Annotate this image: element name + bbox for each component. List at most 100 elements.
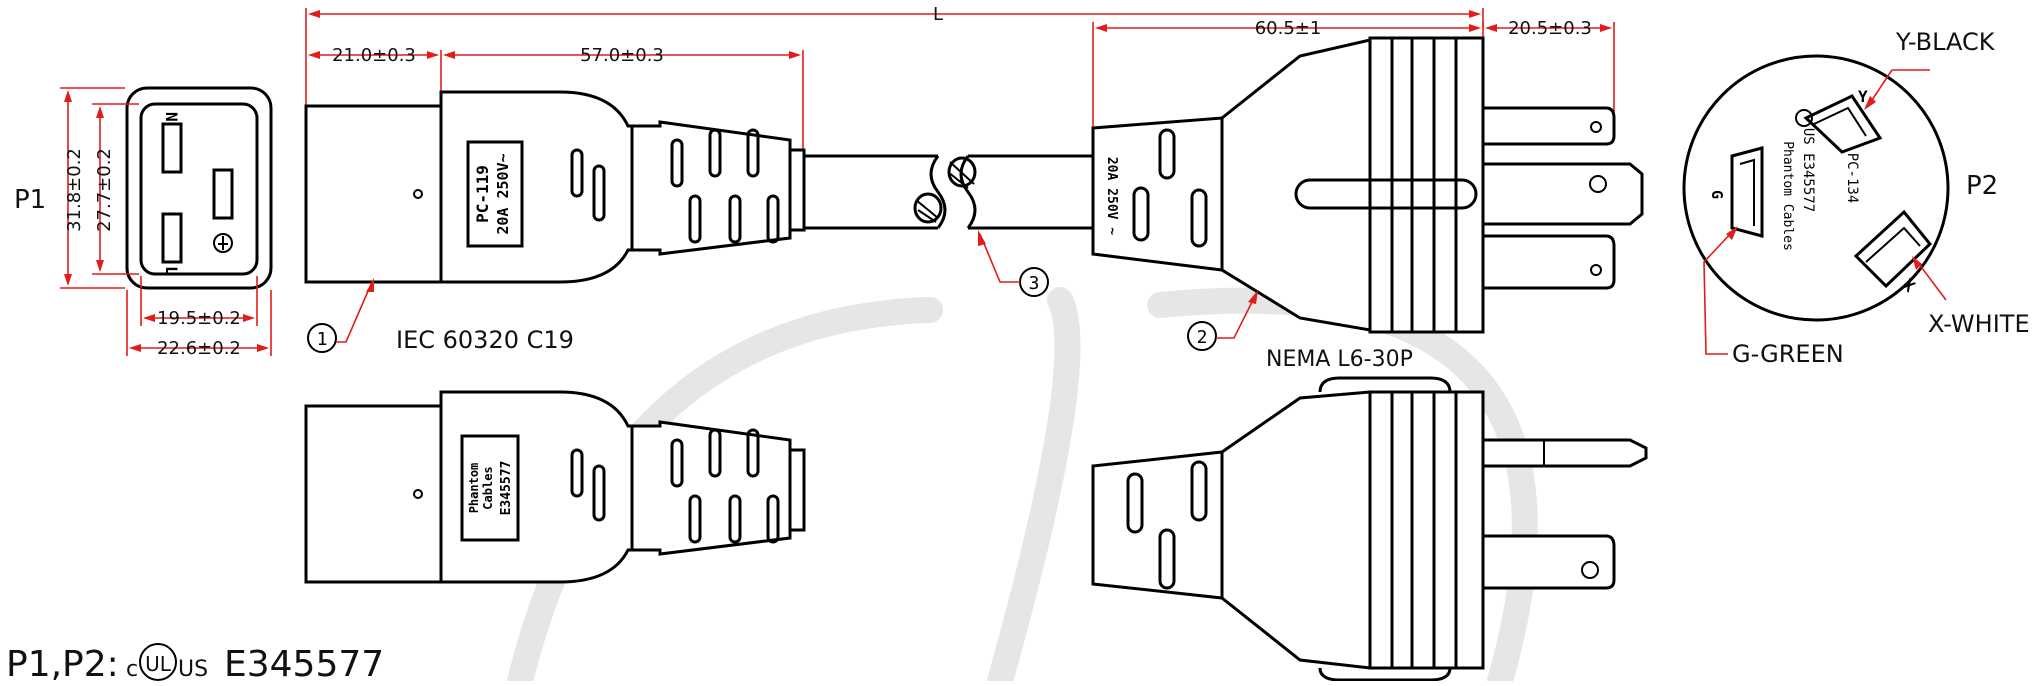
dim-h-inner-text: 27.7±0.2 (94, 148, 115, 232)
plug-top-collar (1318, 376, 1452, 393)
c19-slot-n (161, 122, 183, 174)
c19-face-dot (413, 489, 423, 499)
c19-slot-earth (212, 168, 234, 220)
nema-blade-g (1730, 146, 1764, 238)
dim-arrow (1912, 256, 1922, 270)
c19-bottom-cert: E345577 (499, 461, 514, 516)
nema-face-outline (1682, 54, 1950, 322)
dim-arrow (366, 278, 374, 292)
plug-grip-slot (1126, 472, 1144, 534)
cable-break-left (929, 155, 947, 229)
callout-circle-2 (1187, 321, 1217, 351)
footer-us: US (178, 657, 208, 681)
dim-arrow (1726, 226, 1738, 240)
c19-mold-label-box (466, 140, 524, 248)
plug-pin-bottom (1481, 234, 1616, 290)
dim-h-outer-text: 31.8±0.2 (64, 148, 85, 232)
dim-arrow (129, 344, 141, 352)
watermark-stroke-2 (987, 287, 1081, 686)
plug-bottom-collar (1318, 667, 1452, 682)
nema-plug-bottom-view (1091, 376, 1648, 682)
hatch-line (949, 161, 975, 185)
cable-break-right (959, 155, 977, 229)
plug-body (1368, 390, 1485, 670)
c19-slot-l (161, 212, 183, 264)
c19-face-dot (413, 189, 423, 199)
callout-circle-1 (307, 323, 337, 353)
hatch-line (947, 171, 969, 189)
p2-nema-face-view: P2 Y X G PC-134 US E345577 Phantom Cable… (1682, 28, 2030, 368)
c19-bottom-label-box (460, 434, 520, 542)
grip-slot (688, 194, 702, 244)
dim-arrow (308, 10, 320, 18)
plug-pin-bottom-view-bottom (1481, 534, 1616, 590)
x-white-label: X-WHITE (1928, 310, 2030, 338)
callout-3-number: 3 (1029, 273, 1040, 294)
plug-grip-bar (1294, 178, 1478, 210)
plug-grip-slot (1158, 528, 1176, 590)
callouts: 1 IEC 60320 C19 3 2 NEMA L6-30P (307, 230, 1413, 372)
pin-hole (1589, 175, 1607, 193)
watermark-stroke-1 (507, 297, 943, 686)
c19-mold-model: PC-119 (473, 165, 492, 223)
plug-pin-bottom-view-top (1481, 438, 1648, 468)
c19-face-l-letter: L (162, 266, 181, 276)
iec-c19-label: IEC 60320 C19 (396, 326, 574, 354)
p2-face-brand: Phantom Cables (1780, 141, 1795, 251)
nema-blade-g-inner (1739, 158, 1755, 226)
dim-arrow (443, 51, 455, 59)
dim-arrow (308, 51, 320, 59)
grip-slot (746, 428, 760, 478)
dim-arrow (143, 314, 155, 322)
plug-grip-slot (1158, 128, 1176, 180)
dim-arrow (96, 260, 104, 272)
p2-label: P2 (1966, 171, 1998, 201)
g-green-label: G-GREEN (1732, 340, 1844, 368)
c19-strain-tip (788, 148, 806, 232)
c19-mold-rating: 20A 250V~ (494, 153, 512, 234)
plug-grip-slot (1190, 188, 1208, 248)
ul-mark-icon (1795, 109, 1813, 127)
earth-symbol-icon (213, 233, 233, 253)
dim-arrow (64, 274, 72, 286)
nema-blade-x (1853, 209, 1933, 289)
c19-bottom-brand-1: Phantom (467, 463, 481, 514)
plug-mold-rating: 20A 250V ~ (1104, 157, 1119, 235)
grip-slot (728, 494, 742, 544)
dim-plug-body-text: 60.5±1 (1255, 18, 1322, 39)
callout-1-number: 1 (317, 329, 328, 350)
grip-slot (570, 148, 584, 198)
dim-c19-body-text: 57.0±0.3 (580, 45, 664, 66)
c19-strain-tip (788, 448, 806, 532)
plug-body (1368, 36, 1485, 334)
callout-1-leader (336, 281, 373, 343)
c19-face-block (304, 404, 448, 584)
grip-slot (592, 464, 606, 522)
plug-grip-slot (1132, 186, 1150, 242)
grip-slot (728, 194, 742, 244)
grip-slot (708, 428, 722, 478)
dim-arrow (1600, 24, 1612, 32)
c19-bottom-brand-2: Cables (481, 466, 495, 509)
plug-body-taper (1220, 390, 1372, 670)
grip-slot (688, 494, 702, 544)
dim-arrow (427, 51, 439, 59)
c19-face-outer (125, 86, 273, 290)
x-white-leader (1915, 259, 1947, 301)
grip-slot (708, 128, 722, 178)
dim-arrow (1469, 10, 1481, 18)
hatch-line (917, 209, 937, 223)
footer-certification: P1,P2: c UL US E345577 (6, 643, 384, 685)
dim-arrow (257, 344, 269, 352)
dim-c19-face-text: 21.0±0.3 (332, 45, 416, 66)
p2-face-model: PC-134 (1844, 153, 1860, 204)
nema-face-y-letter: Y (1858, 87, 1868, 106)
plug-pin-middle (1481, 162, 1644, 226)
g-green-leader (1703, 229, 1735, 355)
callout-3-leader (979, 233, 1020, 283)
power-cable (804, 154, 1093, 230)
pin-hole (1581, 561, 1599, 579)
nema-blade-x-inner (1865, 226, 1921, 263)
hatch-line (915, 199, 939, 219)
